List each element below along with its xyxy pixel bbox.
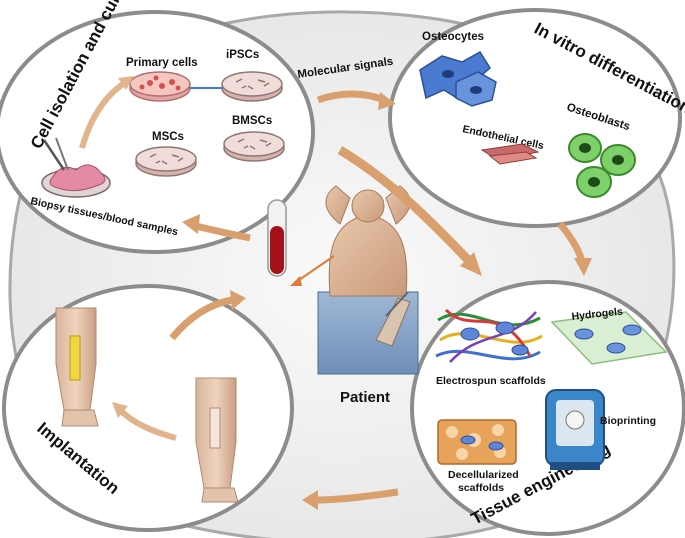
patient-label: Patient: [340, 389, 390, 406]
osteocytes-label: Osteocytes: [422, 31, 484, 43]
primary-cells-dish: [129, 71, 191, 102]
decellularized-scaffold: [437, 419, 517, 465]
arrow-tissue-to-implantation: [315, 488, 399, 504]
implantation-bubble: Implantation: [2, 284, 294, 532]
electrospun-label: Electrospun scaffolds: [436, 375, 546, 387]
implant-arrow: [117, 407, 177, 441]
bioprinter: [545, 389, 605, 470]
osteocytes-cells: [419, 50, 497, 107]
arrowhead: [118, 76, 134, 90]
ipscs-dish: [221, 71, 283, 102]
hydrogel-scaffold: [550, 311, 668, 365]
hydrogels-label: Hydrogels: [571, 306, 623, 323]
mscs-label: MSCs: [152, 131, 184, 143]
ipscs-label: iPSCs: [226, 49, 259, 61]
arrow-to-cell-isolation: [195, 222, 251, 242]
arrowhead: [290, 276, 302, 286]
electrospun-scaffold: [435, 308, 543, 363]
arrow-to-in-vitro: [316, 90, 386, 104]
arrow-implantation-to-center: [169, 296, 233, 341]
bmscs-label: BMSCs: [232, 115, 272, 127]
leg-with-defect: [195, 377, 239, 503]
patient-figure: [317, 185, 419, 375]
decellularized-label-2: scaffolds: [458, 482, 504, 494]
biopsy-tissue-icon: [41, 137, 111, 198]
osteoblasts-cells: [568, 133, 636, 198]
endothelial-cells: [480, 143, 540, 165]
patient-to-tube-line: [295, 255, 335, 283]
primary-cells-label: Primary cells: [126, 57, 198, 69]
biopsy-to-primary-arrow: [79, 79, 128, 149]
blood-tube: [267, 199, 287, 277]
decellularized-label-1: Decellularized: [448, 469, 519, 481]
flow-arrows: [169, 90, 592, 510]
mscs-dish: [135, 146, 197, 177]
arrowhead: [112, 402, 128, 418]
bioprinting-label: Bioprinting: [600, 415, 656, 427]
leg-with-implant: [55, 307, 99, 427]
arrow-patient-to-tissue: [337, 146, 474, 266]
bmscs-dish: [223, 131, 285, 162]
